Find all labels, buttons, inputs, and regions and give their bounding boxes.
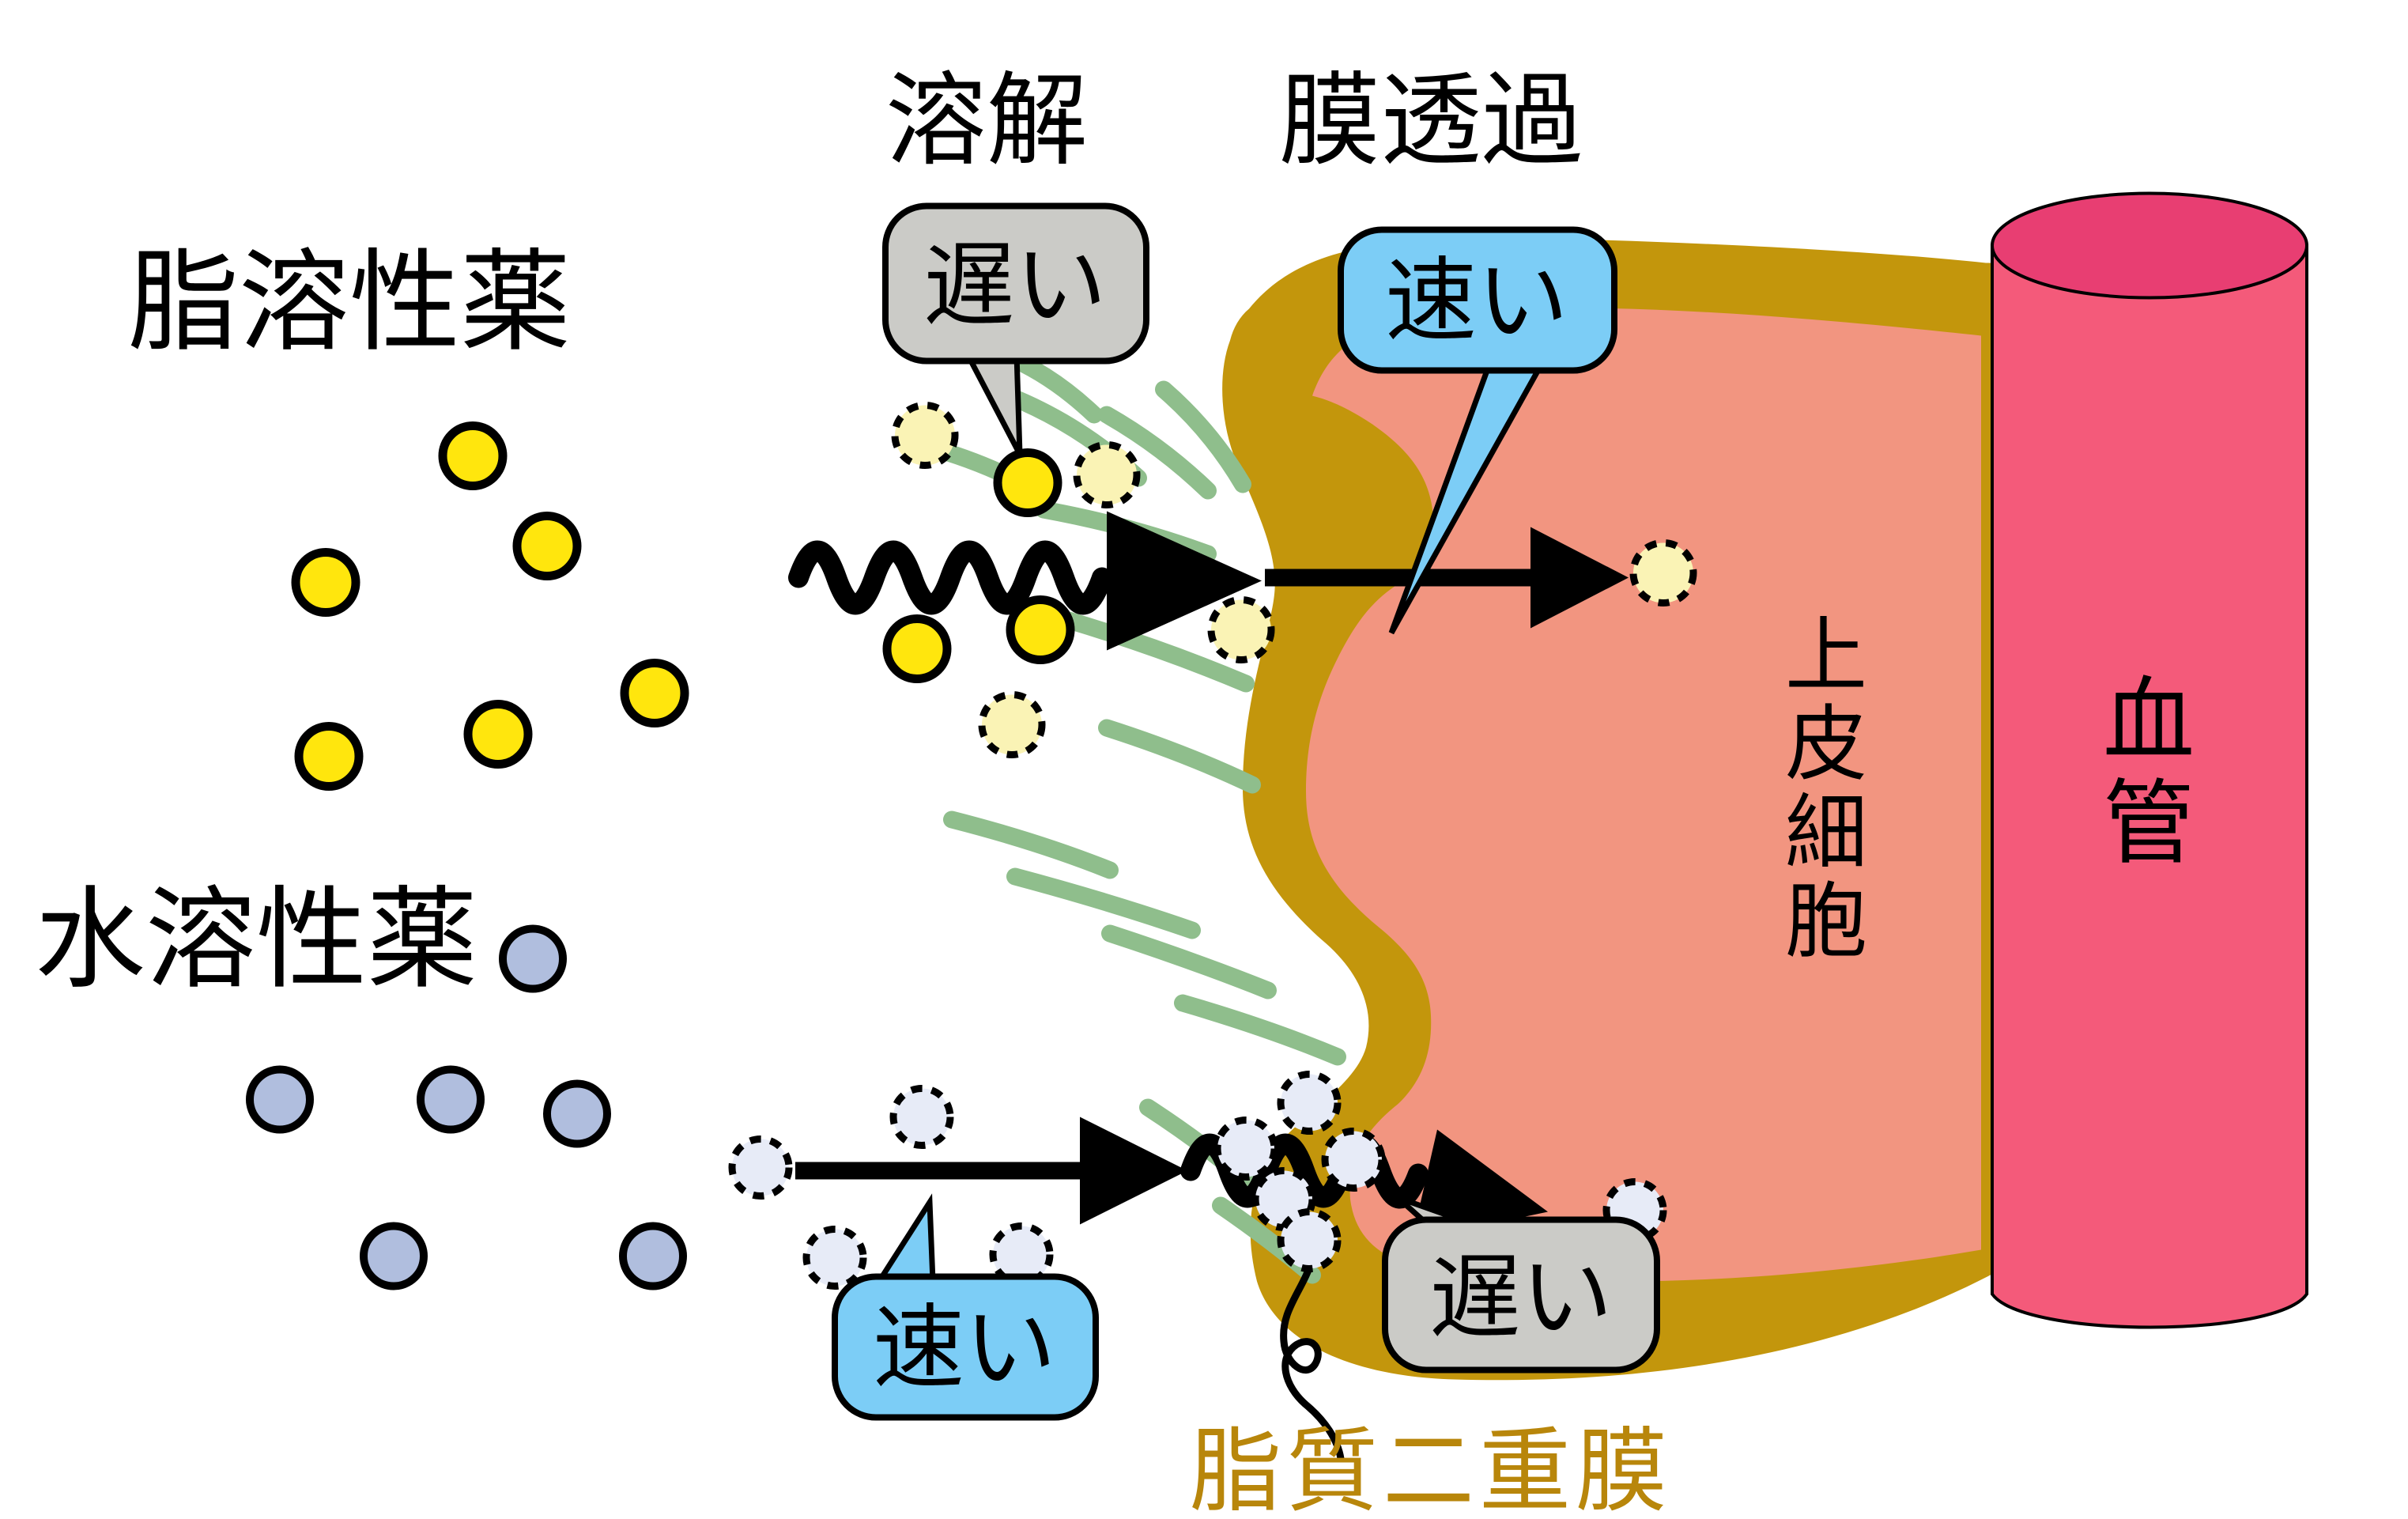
water-drug-particles [246, 924, 687, 1290]
lipid-bilayer-leader-curl [1280, 1256, 1345, 1462]
dissolution-title: 溶解 [885, 62, 1088, 180]
permeation-fast-bubble: 速い [1338, 226, 1617, 635]
water-drug-particles-circle [499, 924, 567, 993]
fast-permeation-arrowhead [1530, 527, 1629, 629]
permeation-slow-bubble: 遅い [1382, 1195, 1660, 1374]
lipid-drug-particles-circle [438, 421, 508, 490]
dissolution-fast-bubble: 速い [832, 1193, 1099, 1421]
lipid-drug-particles-circle [1006, 595, 1075, 664]
lipid-bilayer-label: 脂質二重膜 [1190, 1419, 1672, 1519]
lipid-pathway-arrows [788, 511, 1629, 651]
lipid-drug-particles-circle [463, 700, 533, 769]
dissolved-water-drug-particles-circle [1277, 1071, 1342, 1135]
epithelial-cells-label-char: 細 [1785, 784, 1867, 881]
dissolved-water-drug-particles-circle [1277, 1208, 1342, 1272]
epithelial-cell-interior [1306, 308, 1981, 1282]
lipid-drug-particles-circle [620, 659, 689, 727]
water-drug-particles-circle [619, 1222, 687, 1290]
dissolved-water-drug-particles [728, 1071, 1667, 1290]
lipid-drug-particles-circle [294, 722, 364, 791]
dissolved-lipid-drug-particles-circle [1629, 539, 1697, 606]
lipid-drug-particles-circle [512, 512, 582, 580]
dissolved-water-drug-particles-circle [889, 1085, 954, 1149]
blood-vessel-top [1991, 191, 2308, 300]
blood-vessel-label-char: 管 [2103, 770, 2195, 877]
lipid-drug-particles-circle [291, 548, 360, 617]
lipid-drug-particles-circle [882, 614, 952, 683]
fast-dissolution-arrowhead [1080, 1117, 1187, 1225]
bubble-tail [874, 1193, 936, 1284]
dissolved-water-drug-particles-circle [728, 1135, 793, 1200]
dissolved-lipid-drug-particles-circle [978, 691, 1046, 758]
squiggle-arrowhead [1107, 511, 1262, 651]
epithelial-cells-label-char: 上 [1785, 607, 1867, 704]
water-drug-particles-circle [417, 1065, 485, 1134]
lipid-soluble-drug-label: 脂溶性薬 [128, 239, 571, 368]
membrane-permeation-title: 膜透過 [1279, 62, 1583, 180]
dissolved-lipid-drug-particles-circle [1207, 596, 1275, 663]
water-drug-particles-circle [360, 1222, 428, 1290]
dissolved-lipid-drug-particles [891, 402, 1697, 758]
epithelial-cells-label-char: 胞 [1785, 873, 1867, 969]
blood-vessel-body [1991, 244, 2308, 1329]
epithelial-cells-label-char: 皮 [1785, 696, 1867, 792]
permeation-fast-label: 速い [1385, 248, 1568, 355]
dissolution-slow-label: 遅い [923, 232, 1107, 339]
lipid-drug-particles [291, 421, 1075, 791]
blood-vessel [1991, 191, 2308, 1329]
water-drug-particles-circle [543, 1079, 611, 1148]
slow-dissolution-squiggle-arrow [788, 540, 1112, 615]
dissolution-fast-label: 速い [873, 1295, 1056, 1402]
water-soluble-drug-label: 水溶性薬 [35, 876, 477, 1005]
permeation-slow-label: 遅い [1429, 1245, 1613, 1351]
dissolved-lipid-drug-particles-circle [1073, 441, 1141, 508]
blood-vessel-label: 血管 [2103, 667, 2195, 877]
dissolved-water-drug-particles-circle [1213, 1117, 1278, 1181]
lipid-drug-particles-circle [993, 448, 1062, 517]
dissolved-water-drug-particles-circle [802, 1226, 867, 1290]
blood-vessel-label-char: 血 [2103, 667, 2195, 774]
dissolved-lipid-drug-particles-circle [891, 402, 959, 469]
dissolved-water-drug-particles-circle [1321, 1128, 1386, 1192]
bubble-tail [963, 352, 1023, 456]
dissolution-slow-bubble: 遅い [882, 202, 1149, 456]
water-drug-particles-circle [246, 1065, 314, 1134]
